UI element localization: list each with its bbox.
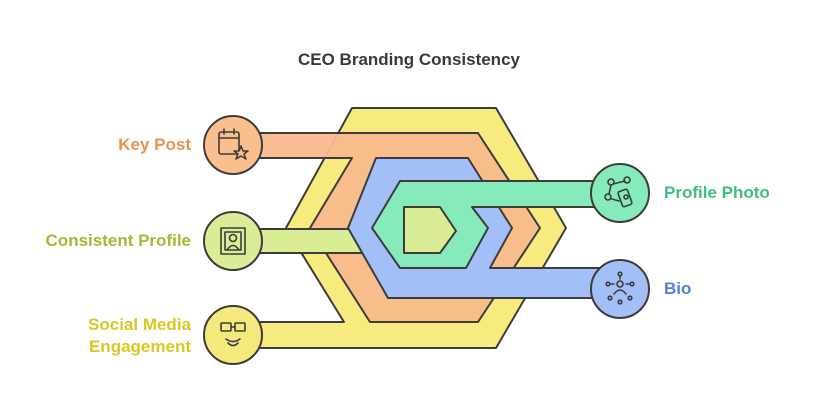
profile-photo-label: Profile Photo [664,183,770,202]
profile-photo-circle[interactable] [590,163,650,223]
social-media-circle[interactable] [203,305,263,365]
social-media-label-line1: Social Media [88,315,191,334]
diagram-title: CEO Branding Consistency [298,50,520,69]
social-media-label-line2: Engagement [88,337,191,356]
key-post-label: Key Post [118,135,191,154]
consistent-profile-label: Consistent Profile [45,231,191,250]
social-media-engagement-label: Social Media Engagement [88,314,191,358]
key-post-circle[interactable] [203,115,263,175]
calendar-star-icon [218,128,249,160]
portrait-frame-icon [220,227,246,255]
bio-circle[interactable] [590,259,650,319]
disguise-glasses-icon [220,322,246,347]
camera-network-icon [604,176,633,208]
bio-label: Bio [664,279,692,298]
people-network-icon [605,271,635,305]
consistent-profile-hex [403,206,457,254]
